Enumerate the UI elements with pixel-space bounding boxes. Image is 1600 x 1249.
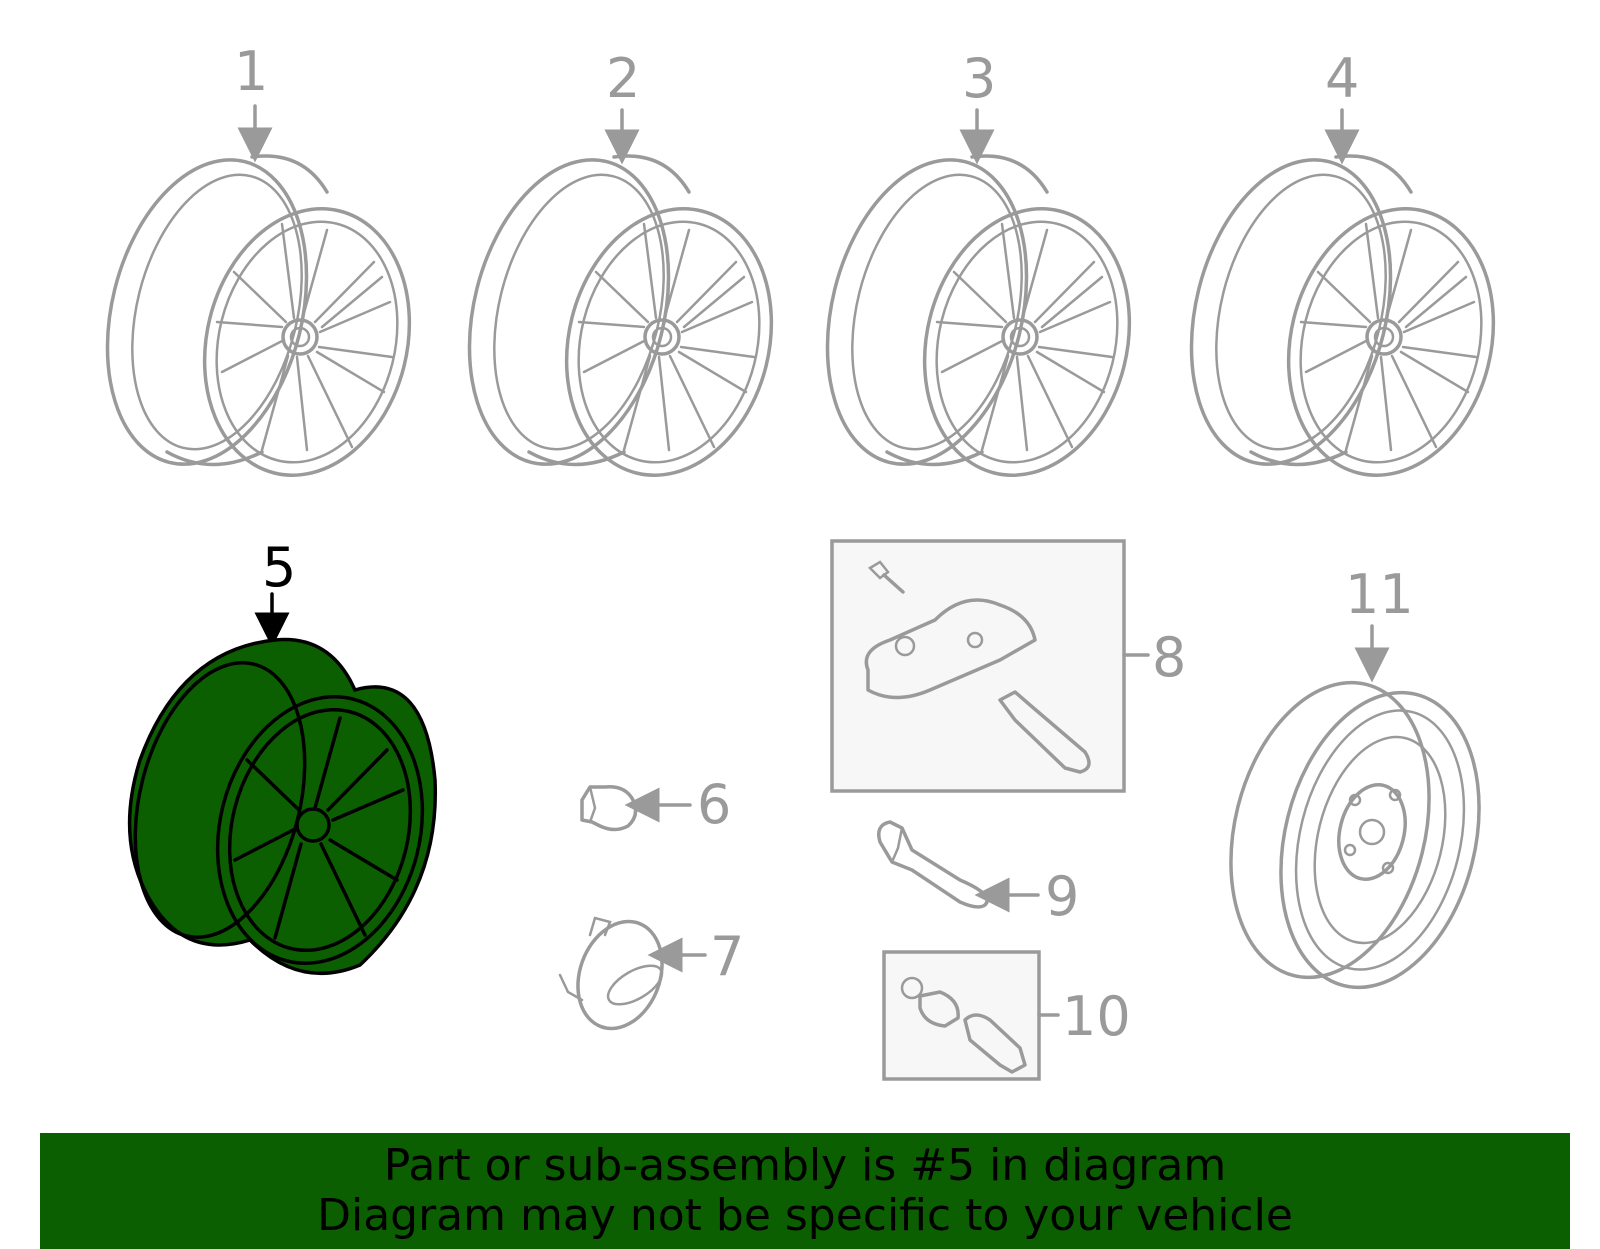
callout-1: 1: [234, 40, 268, 103]
info-banner: Part or sub-assembly is #5 in diagram Di…: [40, 1133, 1570, 1249]
callout-6: 6: [697, 773, 731, 836]
wheel-3-icon[interactable]: [795, 136, 1159, 499]
callout-8: 8: [1152, 626, 1186, 689]
callout-10: 10: [1062, 985, 1131, 1048]
part-7-center-cap-icon[interactable]: [558, 910, 676, 1041]
callout-7: 7: [710, 925, 744, 988]
callout-4: 4: [1325, 47, 1359, 110]
callout-3: 3: [962, 47, 996, 110]
part-8-kit-box[interactable]: [830, 539, 1126, 793]
callout-11: 11: [1345, 563, 1414, 626]
part-6-icon[interactable]: [580, 785, 638, 832]
callout-9: 9: [1045, 865, 1079, 928]
part-10-kit-box[interactable]: [882, 950, 1041, 1081]
wheel-5-highlighted-icon[interactable]: [109, 637, 450, 986]
wheel-4-icon[interactable]: [1159, 136, 1523, 499]
part-9-valve-stem-icon[interactable]: [877, 820, 989, 909]
part-10-valve-parts-icon: [900, 976, 1027, 1074]
part-8-tpms-sensor-icon: [864, 560, 1091, 774]
wheel-1-icon[interactable]: [75, 136, 439, 499]
wheel-11-spare-icon[interactable]: [1202, 661, 1509, 1008]
banner-line-2: Diagram may not be specific to your vehi…: [317, 1190, 1293, 1241]
banner-line-1: Part or sub-assembly is #5 in diagram: [383, 1140, 1227, 1191]
callout-2: 2: [606, 47, 640, 110]
wheel-2-icon[interactable]: [437, 136, 801, 499]
callout-5: 5: [262, 536, 296, 599]
